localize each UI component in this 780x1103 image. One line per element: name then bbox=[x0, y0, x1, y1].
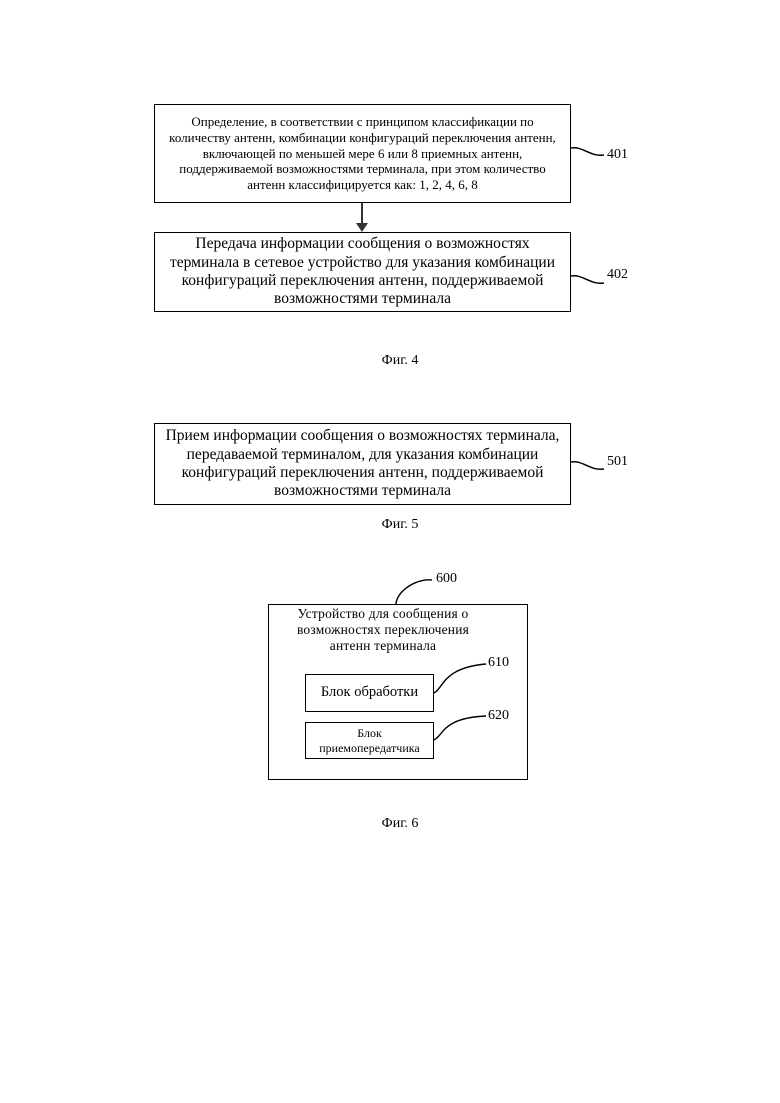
leader-line-401 bbox=[571, 148, 604, 155]
step-501-box: Прием информации сообщения о возможностя… bbox=[154, 423, 571, 505]
ref-label-401: 401 bbox=[607, 148, 628, 162]
figure-caption-6: Фиг. 6 bbox=[340, 817, 460, 831]
ref-label-610: 610 bbox=[488, 656, 509, 670]
step-501-text: Прием информации сообщения о возможностя… bbox=[165, 427, 560, 500]
step-402-box: Передача информации сообщения о возможно… bbox=[154, 232, 571, 312]
figure-caption-5: Фиг. 5 bbox=[340, 518, 460, 532]
flow-arrowhead bbox=[356, 223, 368, 232]
ref-label-620: 620 bbox=[488, 709, 509, 723]
ref-label-402: 402 bbox=[607, 268, 628, 282]
processing-block-label: Блок обработки bbox=[306, 684, 433, 702]
figure-caption-4: Фиг. 4 bbox=[340, 354, 460, 368]
step-401-text: Определение, в соответствии с принципом … bbox=[161, 114, 564, 193]
leader-line-600 bbox=[396, 580, 432, 604]
ref-label-600: 600 bbox=[436, 572, 457, 586]
device-title: Устройство для сообщения о возможностях … bbox=[285, 606, 481, 655]
leader-line-501 bbox=[571, 462, 604, 469]
leader-line-402 bbox=[571, 276, 604, 283]
transceiver-block-label: Блок приемопередатчика bbox=[310, 726, 429, 756]
step-402-text: Передача информации сообщения о возможно… bbox=[165, 235, 560, 308]
transceiver-block-box: Блок приемопередатчика bbox=[305, 722, 434, 759]
processing-block-box: Блок обработки bbox=[305, 674, 434, 712]
step-401-box: Определение, в соответствии с принципом … bbox=[154, 104, 571, 203]
ref-label-501: 501 bbox=[607, 455, 628, 469]
